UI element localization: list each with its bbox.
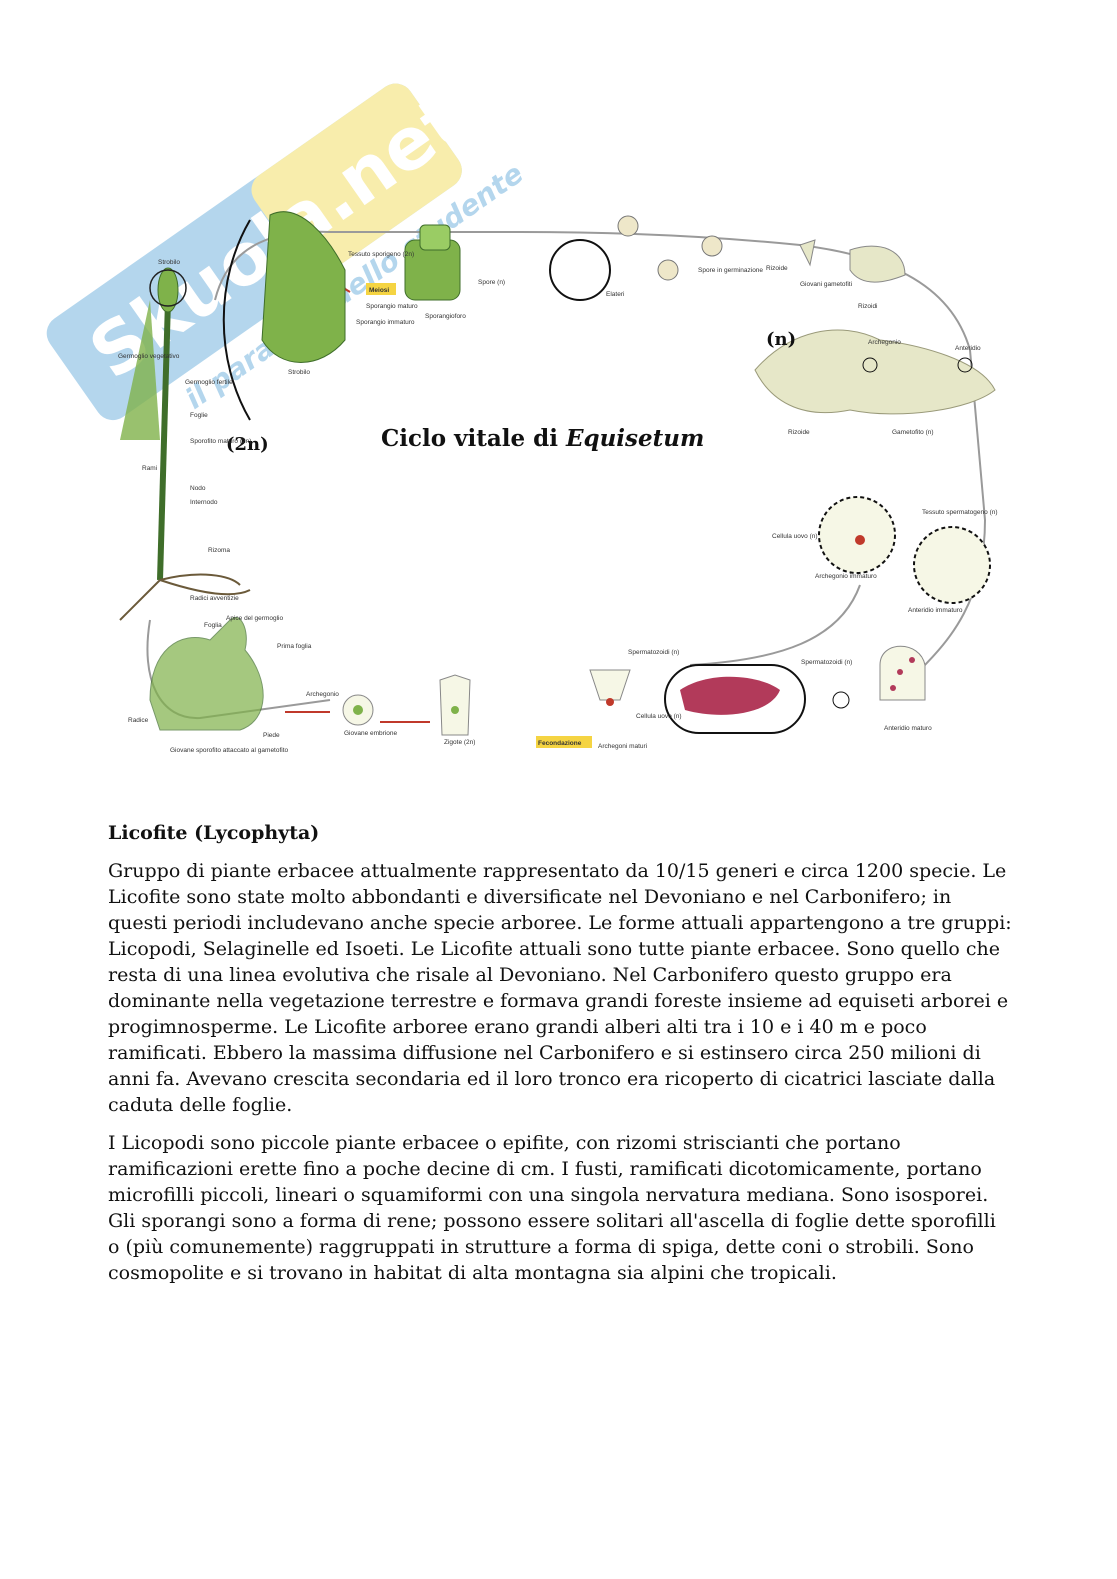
label-foglia: Foglia xyxy=(204,622,222,629)
label-anteridio-immaturo: Anteridio immaturo xyxy=(908,607,963,614)
label-giovane-embrione: Giovane embrione xyxy=(344,730,397,737)
young-gametophytes-icon xyxy=(799,239,906,283)
label-spore: Spore (n) xyxy=(478,279,505,286)
label-rizoma: Rizoma xyxy=(208,547,230,554)
label-anteridio: Anteridio xyxy=(955,345,981,352)
archegonium-circle-icon xyxy=(818,496,896,574)
sperm-oval-icon xyxy=(664,664,806,734)
sperm-detail-icon xyxy=(832,691,850,709)
label-spermatozoidi: Spermatozoidi (n) xyxy=(628,649,679,656)
label-gametofito: Gametofito (n) xyxy=(892,429,934,436)
label-piede: Piede xyxy=(263,732,280,739)
label-radici-avventizie: Radici avventizie xyxy=(190,595,239,602)
antheridium-marker xyxy=(957,357,973,373)
zygote-icon xyxy=(439,674,471,736)
label-giovani-gametofiti: Giovani gametofiti xyxy=(800,281,852,288)
figure-title: Ciclo vitale di Equisetum xyxy=(381,425,704,452)
label-meiosi: Meiosi xyxy=(369,287,389,294)
paragraph: Gruppo di piante erbacee attualmente rap… xyxy=(108,860,1012,1116)
fecondazione-highlight xyxy=(536,736,592,748)
young-sporophyte-icon xyxy=(149,617,264,731)
label-foglie: Foglie xyxy=(190,412,208,419)
gametophyte-thallus-icon xyxy=(754,329,996,415)
life-cycle-arrow-down xyxy=(689,584,861,666)
label-rizoide: Rizoide xyxy=(766,265,788,272)
label-fecondazione: Fecondazione xyxy=(538,740,582,747)
paragraph: I Licopodi sono piccole piante erbacee o… xyxy=(108,1132,996,1284)
label-rami: Rami xyxy=(142,465,157,472)
equisetum-life-cycle-figure: Skuola.net il paradiso dello studente xyxy=(46,83,998,754)
label-sporangio-maturo: Sporangio maturo xyxy=(366,303,418,310)
mature-antheridium-icon xyxy=(879,645,926,701)
label-prima-foglia: Prima foglia xyxy=(277,643,312,650)
label-radice: Radice xyxy=(128,717,149,724)
label-germoglio-fertile: Germoglio fertile xyxy=(185,379,233,386)
label-zigote: Zigote (2n) xyxy=(444,739,475,746)
label-archegonio: Archegonio xyxy=(868,339,901,346)
label-apice-germoglio: Apice del germoglio xyxy=(226,615,283,622)
label-archegonio-immaturo: Archegonio immaturo xyxy=(815,573,877,580)
label-sporangio-immaturo: Sporangio immaturo xyxy=(356,319,415,326)
label-elateri: Elateri xyxy=(606,291,624,298)
spore-germinating-icon xyxy=(657,259,679,281)
spore-icon xyxy=(617,215,639,237)
label-cellula-uovo: Cellula uovo (n) xyxy=(772,533,818,540)
label-tessuto-sporigeno: Tessuto sporigeno (2n) xyxy=(348,251,414,258)
label-strobilo: Strobilo xyxy=(158,259,180,266)
label-spermatozoidi-2: Spermatozoidi (n) xyxy=(801,659,852,666)
text-section: Licofite (Lycophyta) Gruppo di piante er… xyxy=(108,822,1013,1298)
label-strobilo-2: Strobilo xyxy=(288,369,310,376)
label-giovane-sporofito: Giovane sporofito attaccato al gametofit… xyxy=(170,747,289,754)
phase-haploid-label: (n) xyxy=(766,329,796,350)
spore-elaters-circle xyxy=(549,239,611,301)
sporangiophore-icon xyxy=(404,224,461,301)
label-rizoidi: Rizoidi xyxy=(858,303,878,310)
archegonium-marker xyxy=(862,357,878,373)
section-heading: Licofite (Lycophyta) xyxy=(108,822,320,844)
label-sporangioforo: Sporangioforo xyxy=(425,313,466,320)
label-anteridio-maturo: Anteridio maturo xyxy=(884,725,932,732)
label-tessuto-spermatogeno: Tessuto spermatogeno (n) xyxy=(922,509,998,516)
meiosi-highlight xyxy=(366,283,396,295)
label-cellula-uovo-2: Cellula uovo (n) xyxy=(636,713,682,720)
phase-diploid-label: (2n) xyxy=(226,434,269,455)
label-sporofito-maturo: Sporofito maturo (2n) xyxy=(190,438,251,445)
horsetail-plant-icon xyxy=(119,267,251,621)
strobilus-section-icon xyxy=(261,211,346,363)
label-archegonio-2: Archegonio xyxy=(306,691,339,698)
embryo-icon xyxy=(342,694,374,726)
label-germoglio-vegetativo: Germoglio vegetativo xyxy=(118,353,180,360)
spore-germinating-icon-2 xyxy=(701,235,723,257)
strobilus-section-arc xyxy=(222,219,251,421)
antheridium-circle-icon xyxy=(913,526,991,604)
label-archegoni-maturi: Archegoni maturi xyxy=(598,743,647,750)
mature-archegonia-icon xyxy=(589,669,631,706)
label-spore-germinazione: Spore in germinazione xyxy=(698,267,763,274)
label-internodo: Internodo xyxy=(190,499,218,506)
label-nodo: Nodo xyxy=(190,485,206,492)
label-rizoide-2: Rizoide xyxy=(788,429,810,436)
